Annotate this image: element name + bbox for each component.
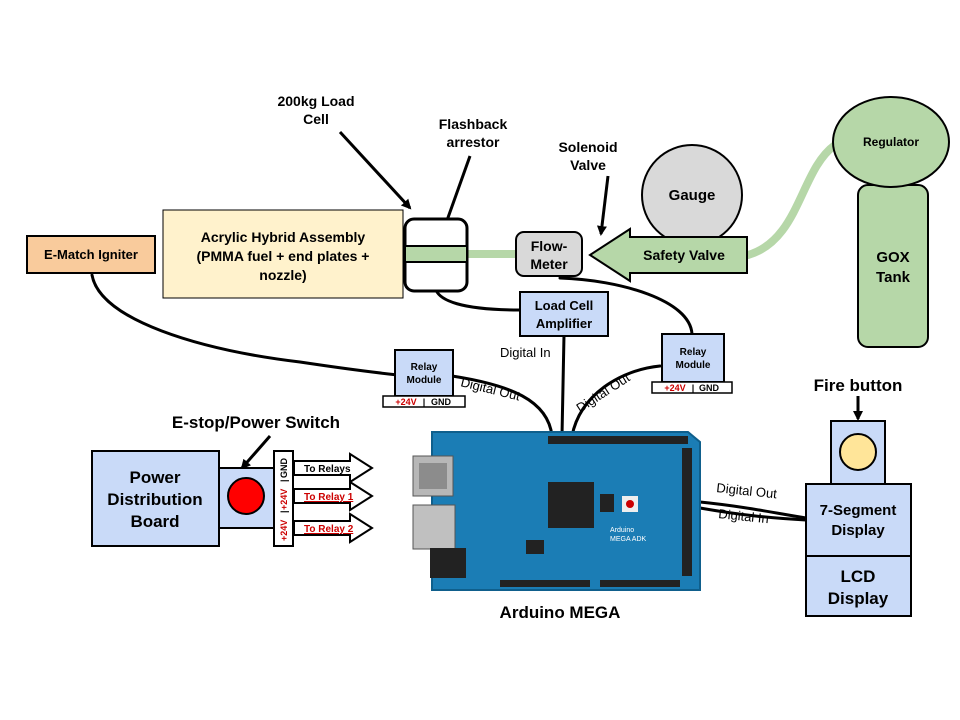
gox-label-1: GOX [876, 249, 909, 266]
seg-label-1: 7-Segment [820, 502, 897, 519]
relay-right-label-2: Module [676, 360, 711, 371]
pdb-label-3: Board [130, 512, 179, 531]
relay-right-label-1: Relay [680, 347, 707, 358]
estop-label: E-stop/Power Switch [172, 413, 340, 432]
regulator: Regulator [832, 96, 950, 188]
ematch-label: E-Match Igniter [44, 247, 138, 262]
terminal-gnd: GND [279, 458, 289, 479]
terminal-24v-b: +24V [279, 489, 289, 510]
flashback-label-2: arrestor [447, 134, 500, 150]
hybrid-label-2: (PMMA fuel + end plates + [197, 248, 370, 264]
lcd-label-2: Display [828, 589, 889, 608]
safety-valve: Safety Valve [588, 227, 748, 283]
fire-button-label: Fire button [814, 376, 903, 395]
arduino-label: Arduino MEGA [500, 603, 621, 622]
gox-tank: GOX Tank [857, 184, 929, 348]
display-digital-in-label: Digital In [718, 506, 770, 526]
load-cell-label-2: Cell [303, 111, 329, 127]
relay-right-digital-out-label: Digital Out [573, 370, 632, 416]
board-brand-text: Arduino [610, 527, 634, 534]
regulator-label: Regulator [863, 135, 919, 149]
lcd-label-1: LCD [841, 567, 876, 586]
board-model-text: MEGA ADK [610, 536, 647, 543]
terminal-sep-a: | [279, 510, 289, 513]
hybrid-label-3: nozzle) [259, 267, 306, 283]
estop-switch [218, 467, 276, 529]
display-digital-out-label: Digital Out [716, 480, 778, 501]
flashback-label-1: Flashback [439, 116, 508, 132]
arduino-mega-board: Arduino MEGA ADK [412, 431, 701, 591]
wires [90, 273, 808, 522]
relay-left-24v: +24V [395, 397, 416, 407]
relay-left-label-2: Module [407, 375, 442, 386]
to-relay2-label: To Relay 2 [304, 524, 354, 535]
relay-right-24v: +24V [664, 383, 685, 393]
relay-left-digital-out-label: Digital Out [459, 374, 522, 403]
relay-module-left: Relay Module +24V | GND [382, 349, 466, 408]
relay-right-sep: | [692, 383, 695, 393]
safety-valve-label: Safety Valve [643, 247, 725, 263]
flow-meter: Flow- Meter [515, 231, 583, 277]
solenoid-label-1: Solenoid [558, 139, 617, 155]
load-cell-label-1: 200kg Load [277, 93, 354, 109]
seg-label-2: Display [831, 522, 885, 539]
load-cell-amplifier: Load Cell Amplifier [519, 291, 609, 337]
relay-module-right: Relay Module +24V | GND [651, 333, 733, 394]
gas-pipes [462, 141, 839, 259]
terminal-24v-a: +24V [279, 520, 289, 541]
amp-label-1: Load Cell [535, 298, 594, 313]
pressure-gauge: Gauge [641, 144, 743, 246]
to-relays-label: To Relays [304, 464, 351, 475]
seven-segment-display: 7-Segment Display [805, 483, 912, 557]
hybrid-label-1: Acrylic Hybrid Assembly [201, 229, 366, 245]
power-distribution-board: Power Distribution Board [91, 450, 220, 547]
flowmeter-label-1: Flow- [531, 238, 568, 254]
gauge-label: Gauge [669, 187, 716, 204]
gox-label-2: Tank [876, 269, 911, 286]
terminal-strip: +24V | +24V | GND [273, 450, 294, 547]
terminal-sep-b: | [279, 479, 289, 482]
relay-left-label-1: Relay [411, 362, 438, 373]
amp-label-2: Amplifier [536, 316, 592, 331]
lcd-display: LCD Display [805, 555, 912, 617]
hybrid-assembly: Acrylic Hybrid Assembly (PMMA fuel + end… [162, 209, 404, 299]
solenoid-label-2: Valve [570, 157, 606, 173]
amp-digital-in-label: Digital In [500, 345, 551, 360]
pdb-label-1: Power [129, 468, 180, 487]
flowmeter-label-2: Meter [530, 256, 568, 272]
relay-left-gnd: GND [431, 397, 452, 407]
ematch-igniter: E-Match Igniter [26, 235, 156, 274]
output-arrows: To Relays To Relay 1 To Relay 2 [293, 452, 374, 544]
load-cell [403, 217, 469, 293]
fire-button [830, 420, 886, 485]
to-relay1-label: To Relay 1 [304, 492, 354, 503]
relay-right-gnd: GND [699, 383, 720, 393]
relay-left-sep: | [423, 397, 426, 407]
pdb-label-2: Distribution [107, 490, 202, 509]
